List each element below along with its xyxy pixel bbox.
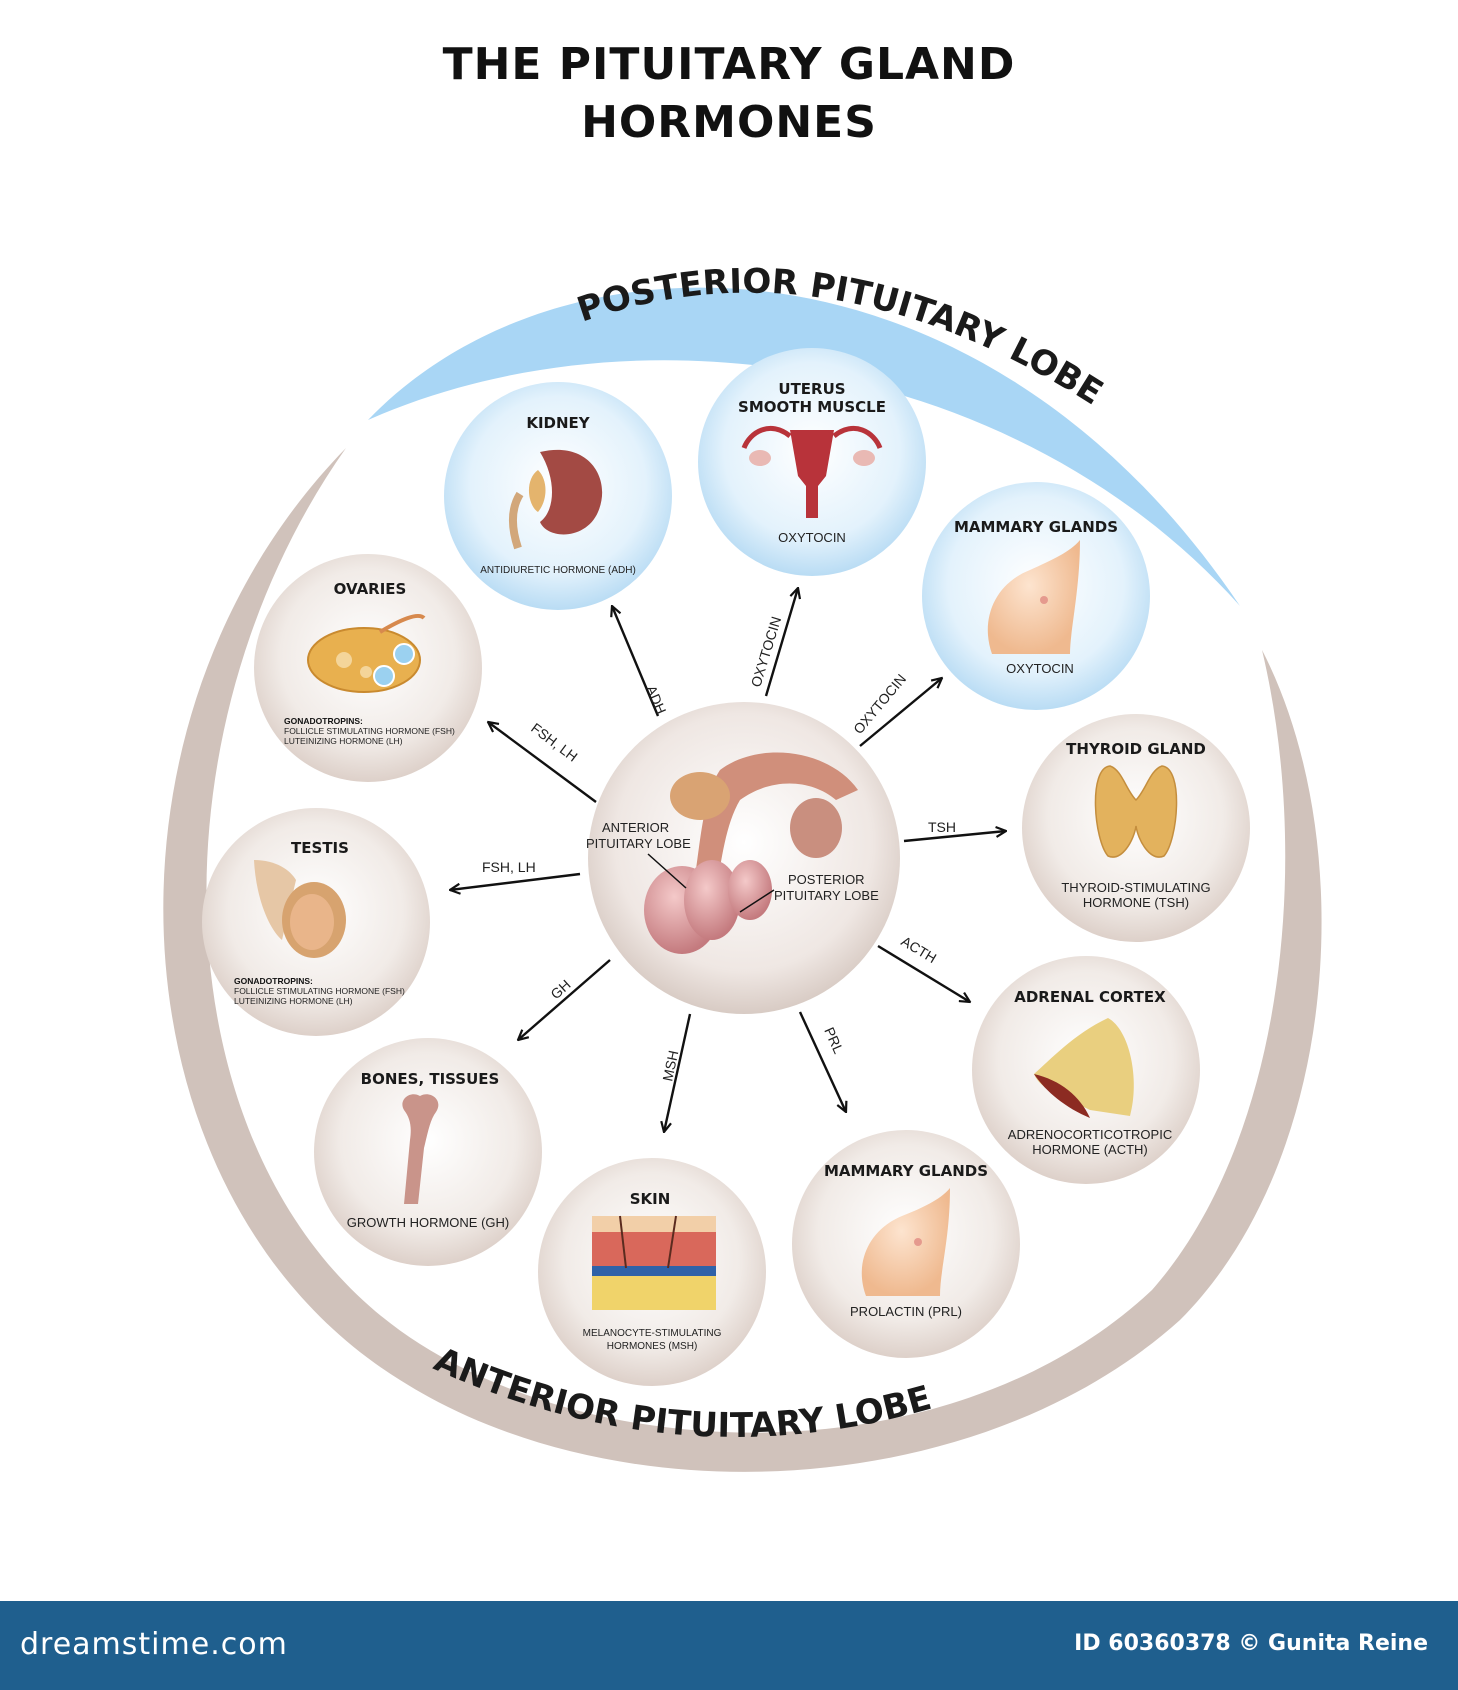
footer-logo: dreamstime.com [20,1627,288,1662]
title-block: THE PITUITARY GLAND HORMONES [0,36,1458,152]
ovaries-title: OVARIES [334,580,407,598]
adrenal-icon [1034,1018,1134,1118]
testis-hormone-3: LUTEINIZING HORMONE (LH) [234,996,353,1006]
skin-layers-icon [592,1215,716,1310]
page-title-line-1: THE PITUITARY GLAND [442,39,1016,90]
thyroid-hormone-1: THYROID-STIMULATING [1061,880,1210,895]
arrow-msh [664,1013,692,1132]
adrenal-hormone-1: ADRENOCORTICOTROPIC [1008,1127,1172,1142]
target-testis: TESTIS GONADOTROPINS: FOLLICLE STIMULATI… [202,808,430,1036]
arrow-oxytocin-mammary [859,678,942,747]
arrow-label-tsh: TSH [928,819,956,835]
center-label-posterior-1: POSTERIOR [788,872,865,887]
uterus-title-2: SMOOTH MUSCLE [738,398,886,416]
arrow-fsh-lh-ovaries [488,722,597,803]
footer-credit: ID 60360378 © Gunita Reine [1074,1631,1428,1656]
target-adrenal: ADRENAL CORTEX ADRENOCORTICOTROPIC HORMO… [972,956,1200,1184]
adrenal-hormone-2: HORMONE (ACTH) [1032,1142,1148,1157]
testis-hormone-2: FOLLICLE STIMULATING HORMONE (FSH) [234,986,405,996]
skin-title: SKIN [630,1190,671,1208]
page-title-line-2: HORMONES [581,97,877,148]
testis-icon [254,860,346,958]
arrow-oxytocin-uterus [764,588,798,697]
thyroid-hormone-2: HORMONE (TSH) [1083,895,1189,910]
thyroid-icon [1094,765,1178,858]
target-skin: SKIN MELANOCYTE-STIMULATING HORMONES (MS… [538,1158,766,1386]
ovaries-hormone-2: FOLLICLE STIMULATING HORMONE (FSH) [284,726,455,736]
arrow-label-msh: MSH [659,1049,681,1083]
kidney-title: KIDNEY [526,414,590,432]
pituitary-center: ANTERIOR PITUITARY LOBE POSTERIOR PITUIT… [586,702,900,1014]
mammary-anterior-hormone: PROLACTIN (PRL) [850,1304,962,1319]
arrow-acth [877,944,970,1002]
ovaries-hormone-1: GONADOTROPINS: [284,716,363,726]
skin-hormone-2: HORMONES (MSH) [607,1341,698,1352]
mammary-posterior-hormone: OXYTOCIN [1006,661,1074,676]
uterus-hormone: OXYTOCIN [778,530,846,545]
kidney-icon [509,449,603,550]
arrow-tsh [903,831,1006,843]
target-kidney: KIDNEY ANTIDIURETIC HORMONE (ADH) [444,382,672,610]
target-mammary-anterior: MAMMARY GLANDS PROLACTIN (PRL) [792,1130,1020,1358]
target-ovaries: OVARIES GONADOTROPINS: FOLLICLE STIMULAT… [254,554,482,782]
target-bones: BONES, TISSUES GROWTH HORMONE (GH) [314,1038,542,1266]
kidney-hormone: ANTIDIURETIC HORMONE (ADH) [480,565,636,576]
footer-bar: dreamstime.com ID 60360378 © Gunita Rein… [0,1601,1458,1690]
uterus-title-1: UTERUS [778,380,845,398]
bone-icon [402,1094,439,1204]
uterus-icon [741,425,883,518]
ovaries-hormone-3: LUTEINIZING HORMONE (LH) [284,736,403,746]
testis-title: TESTIS [291,839,349,857]
arrow-label-gh: GH [547,976,573,1002]
target-mammary-posterior: MAMMARY GLANDS OXYTOCIN [922,482,1150,710]
ovary-icon [307,613,426,693]
adrenal-title: ADRENAL CORTEX [1014,988,1166,1006]
mammary-anterior-title: MAMMARY GLANDS [824,1162,988,1180]
arrow-gh [518,959,611,1040]
arrow-label-prl: PRL [821,1025,847,1057]
breast-icon [987,540,1080,654]
pituitary-gland-illustration [644,752,858,954]
mammary-posterior-title: MAMMARY GLANDS [954,518,1118,536]
center-label-anterior-2: PITUITARY LOBE [586,836,691,851]
bones-title: BONES, TISSUES [361,1070,500,1088]
arrow-fsh-lh-testis [450,872,581,890]
anterior-lobe-arc [163,448,1322,1472]
center-label-anterior-1: ANTERIOR [602,820,669,835]
target-thyroid: THYROID GLAND THYROID-STIMULATING HORMON… [1022,714,1250,942]
skin-hormone-1: MELANOCYTE-STIMULATING [583,1328,722,1339]
breast-icon-anterior [861,1188,950,1296]
center-label-posterior-2: PITUITARY LOBE [774,888,879,903]
target-uterus: UTERUS SMOOTH MUSCLE OXYTOCIN [698,348,926,576]
hormone-arrows [450,588,1006,1132]
bones-hormone: GROWTH HORMONE (GH) [347,1215,509,1230]
arrow-label-adh: ADH [643,683,669,716]
testis-hormone-1: GONADOTROPINS: [234,976,313,986]
arrow-prl [798,1011,846,1112]
arrow-label-fsh-lh-testis: FSH, LH [482,859,536,875]
arrow-label-oxytocin-mammary: OXYTOCIN [850,671,909,737]
arrow-adh [612,606,660,717]
thyroid-title: THYROID GLAND [1066,740,1206,758]
